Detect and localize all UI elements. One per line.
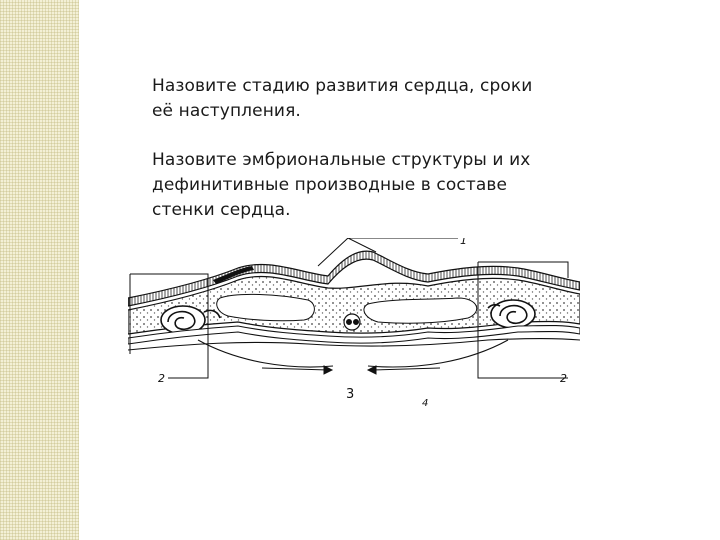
label-1: 1 — [460, 238, 467, 247]
pericardial-arc-left — [197, 339, 334, 368]
label-leaders — [129, 238, 569, 379]
yolk-sac-line — [128, 337, 580, 351]
embryo-cross-section-drawing: 1 2 2 3 4 — [128, 238, 580, 409]
endoderm-layer — [128, 324, 580, 345]
label-4: 4 — [422, 398, 428, 409]
left-cavity — [216, 293, 315, 322]
notochord — [343, 313, 361, 331]
pericardial-arc-right — [367, 339, 509, 368]
question-stage-and-timing: Назовите стадию развития сердца, сроки е… — [152, 76, 533, 121]
label-3: 3 — [346, 387, 354, 402]
right-endocardial-tube — [487, 299, 536, 329]
right-cavity — [363, 297, 478, 324]
decorative-side-strip — [0, 0, 79, 540]
label-2-left: 2 — [158, 372, 165, 385]
question-embryonic-structures: Назовите эмбриональные структуры и их де… — [152, 150, 531, 220]
left-endocardial-tube — [160, 305, 221, 335]
embryo-heart-diagram: 1 2 2 3 4 — [128, 238, 580, 410]
slide-text: Назовите стадию развития сердца, сроки е… — [152, 74, 602, 223]
label-2-right: 2 — [560, 372, 567, 385]
neural-plate-edge — [213, 266, 254, 284]
mesoderm-layer — [128, 275, 580, 335]
